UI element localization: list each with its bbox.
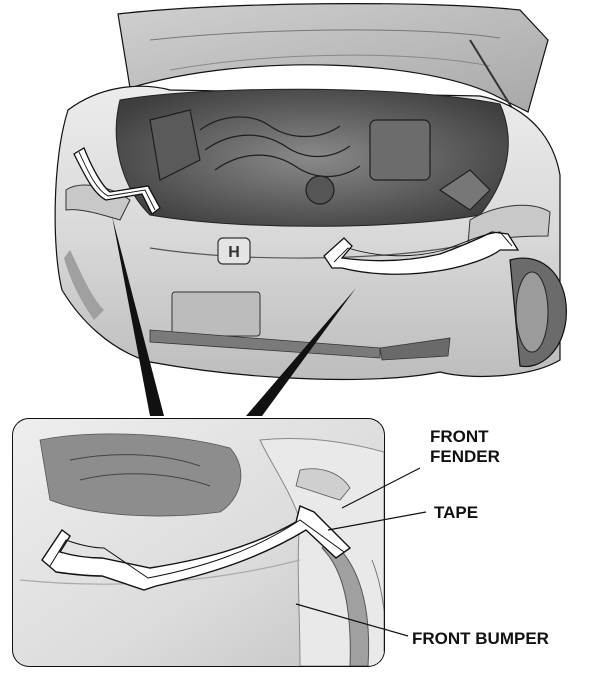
honda-badge (217, 237, 251, 265)
label-tape: TAPE (434, 503, 478, 522)
detail-pointer-left (112, 216, 164, 416)
leader-front-fender (341, 467, 421, 509)
engine-detail (149, 109, 491, 211)
svg-text:H: H (228, 244, 240, 261)
wheel-arch (321, 539, 370, 666)
leader-tape (327, 511, 427, 531)
license-plate-area (171, 291, 261, 337)
label-front-fender: FRONT FENDER (430, 427, 500, 466)
leader-front-bumper (295, 603, 409, 637)
car-front-view: H (54, 2, 567, 416)
label-front-bumper: FRONT BUMPER (412, 629, 549, 648)
tape-detail (41, 505, 352, 591)
detail-pointer-right (246, 288, 356, 416)
tape-left-top (73, 147, 161, 215)
hood (117, 2, 549, 113)
detail-inset (12, 418, 385, 667)
tape-right-top (323, 231, 520, 275)
